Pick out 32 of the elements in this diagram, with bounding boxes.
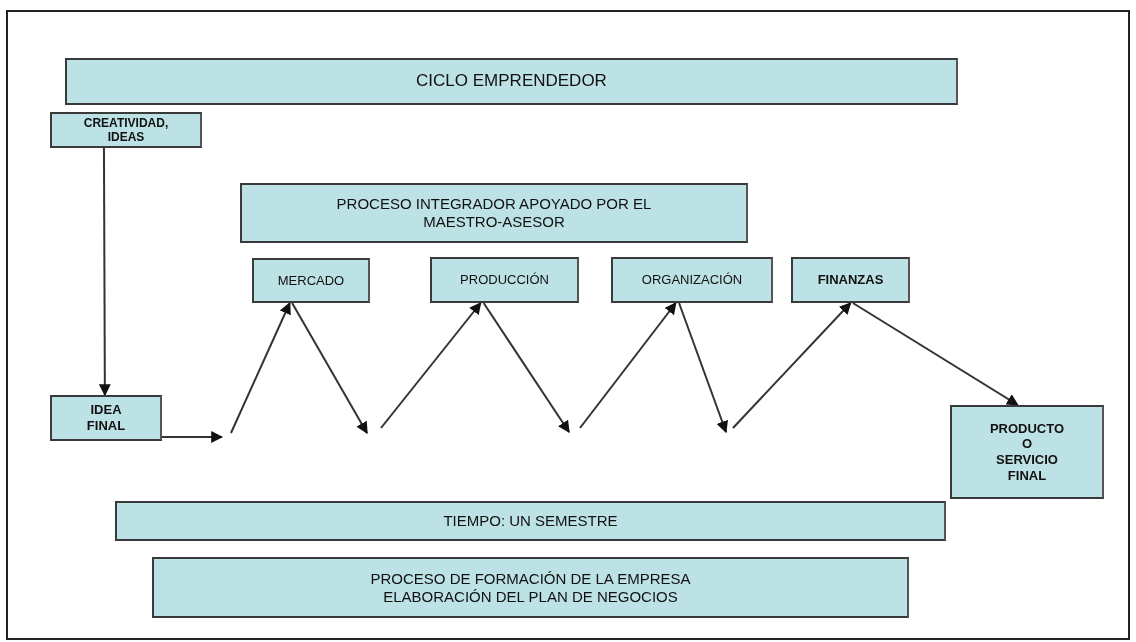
box-label: PROCESO DE FORMACIÓN DE LA EMPRESA ELABORACIÓN DEL PLAN DE NEGOCIOS	[369, 569, 692, 606]
area-box	[791, 257, 910, 303]
arrow	[230, 301, 291, 434]
time-banner	[115, 501, 946, 541]
process-box	[50, 395, 162, 441]
box-label: CREATIVIDAD, IDEAS	[82, 115, 170, 145]
area-box	[611, 257, 773, 303]
arrow	[380, 302, 482, 429]
arrow	[161, 431, 224, 443]
box-label: FINANZAS	[817, 272, 884, 288]
area-box	[430, 257, 579, 303]
arrow	[291, 302, 368, 435]
process-banner	[152, 557, 909, 618]
arrow	[482, 302, 570, 433]
box-label: PRODUCCIÓN	[460, 272, 549, 288]
box-label: TIEMPO: UN SEMESTRE	[443, 512, 618, 530]
arrow	[851, 302, 1019, 406]
box-label: PROCESO INTEGRADOR APOYADO POR EL MAESTRO-ASESOR	[335, 195, 653, 231]
box-label: ORGANIZACIÓN	[641, 272, 743, 288]
arrow	[732, 302, 852, 429]
box-label: PRODUCTO O SERVICIO FINAL	[989, 420, 1065, 484]
box-label: CICLO EMPRENDEDOR	[416, 71, 607, 92]
box-label: MERCADO	[277, 272, 345, 289]
box-label: IDEA FINAL	[85, 402, 127, 434]
arrow	[678, 302, 728, 434]
process-banner	[240, 183, 748, 243]
title-banner	[65, 58, 958, 105]
result-box	[950, 405, 1104, 499]
process-box	[50, 112, 202, 148]
arrow	[579, 302, 677, 429]
area-box	[252, 258, 370, 303]
arrow	[98, 147, 111, 397]
